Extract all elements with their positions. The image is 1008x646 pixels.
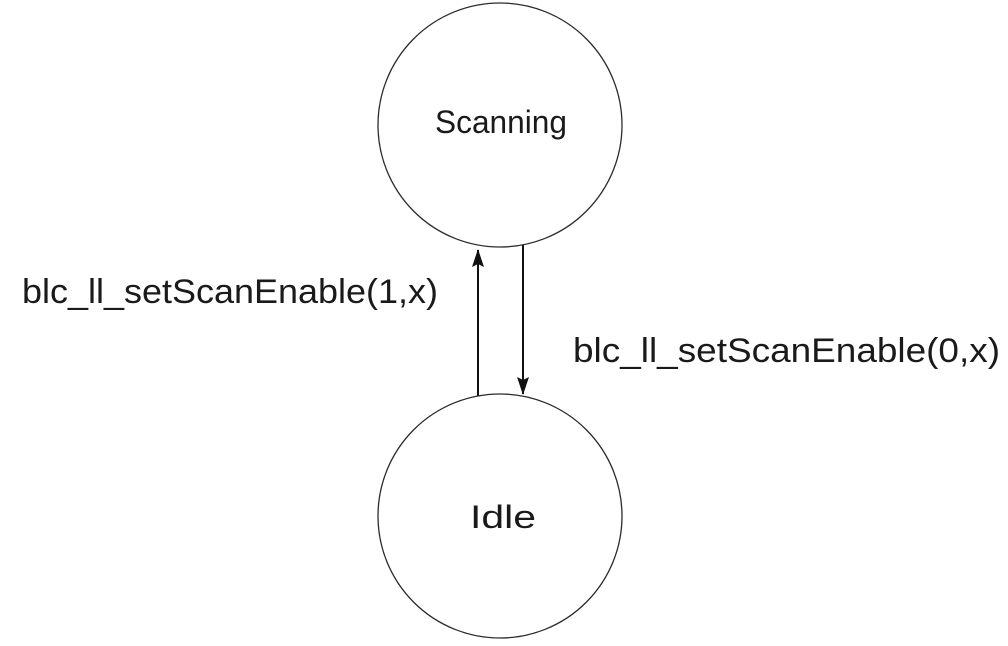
transition-label-enable-scan: blc_ll_setScanEnable(1,x)	[22, 273, 438, 311]
state-label-idle: Idle	[470, 499, 536, 535]
transition-label-disable-scan: blc_ll_setScanEnable(0,x)	[573, 332, 1000, 370]
state-label-scanning: Scanning	[435, 104, 567, 140]
state-node-scanning	[377, 2, 623, 248]
state-node-idle	[377, 393, 623, 639]
